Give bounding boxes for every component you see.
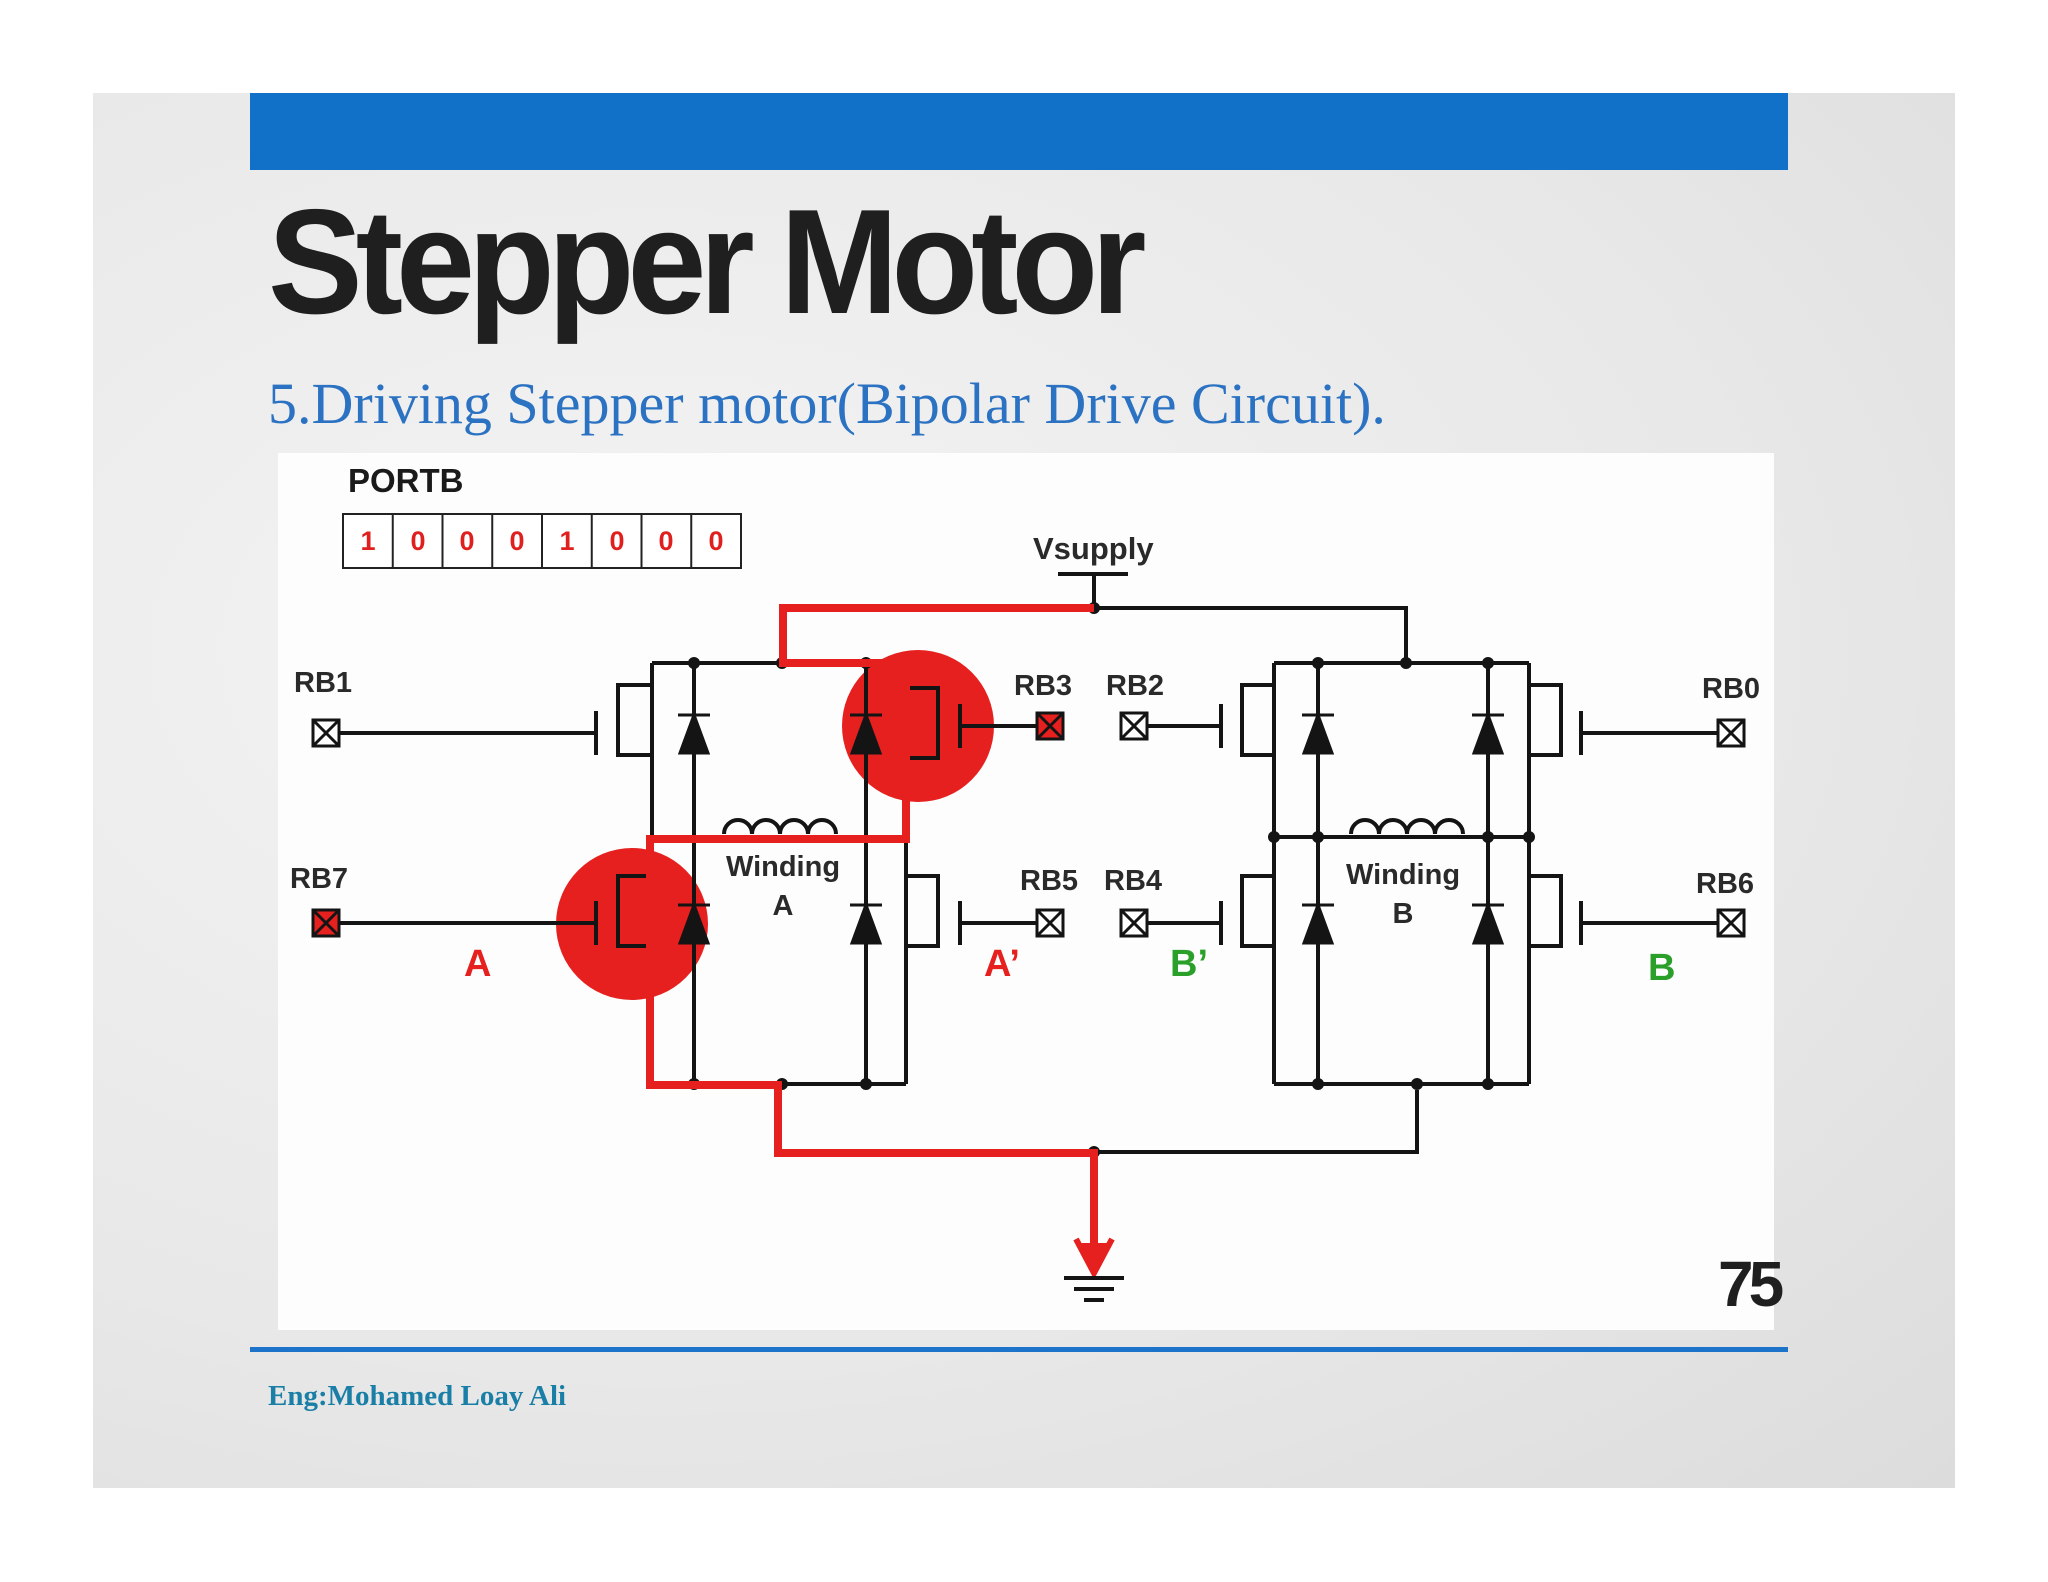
active-transistor-rb7-highlight	[556, 848, 708, 1000]
portb-bit-6: 0	[410, 526, 425, 556]
pin-label-rb0: RB0	[1702, 673, 1760, 705]
rb7-terminal-icon	[311, 908, 341, 938]
portb-label: PORTB	[348, 462, 464, 499]
rb4-terminal-icon	[1119, 908, 1149, 938]
winding-b-coil	[1349, 818, 1465, 835]
rb6-terminal-icon	[1716, 908, 1746, 938]
pin-label-rb7: RB7	[290, 863, 348, 895]
portb-register: 1 0 0 0 1 0 0 0	[342, 513, 742, 569]
portb-bit-2: 0	[609, 526, 624, 556]
footer-rule	[250, 1347, 1788, 1352]
footer-author: Eng:Mohamed Loay Ali	[268, 1380, 567, 1412]
portb-bit-1: 0	[658, 526, 673, 556]
terminal-a-label: A	[464, 943, 491, 985]
pin-label-rb3: RB3	[1014, 670, 1072, 702]
page-number: 75	[1718, 1248, 1784, 1320]
terminal-a-prime-label: A’	[984, 943, 1020, 985]
rb2-terminal-icon	[1119, 711, 1149, 741]
rb0-terminal-icon	[1716, 718, 1746, 748]
active-transistor-rb3-highlight	[842, 650, 994, 802]
rb5-terminal-icon	[1035, 908, 1065, 938]
winding-b-label-line1: Winding	[1346, 859, 1460, 891]
portb-bit-7: 1	[360, 526, 375, 556]
terminal-b-label: B	[1648, 947, 1675, 989]
pin-terminals	[311, 711, 1746, 938]
pin-label-rb5: RB5	[1020, 865, 1078, 897]
portb-bit-0: 0	[708, 526, 723, 556]
title-accent-bar	[250, 93, 1788, 170]
winding-a-label-line2: A	[773, 890, 794, 922]
bipolar-drive-circuit-diagram: PORTB 1 0 0 0 1 0 0 0 Vsupply	[278, 453, 1774, 1330]
winding-a-label-line1: Winding	[726, 851, 840, 883]
rb1-terminal-icon	[311, 718, 341, 748]
pin-label-rb4: RB4	[1104, 865, 1162, 897]
rb3-terminal-icon	[1035, 711, 1065, 741]
portb-bit-3: 1	[559, 526, 574, 556]
vsupply-label: Vsupply	[1033, 531, 1154, 566]
terminal-b-prime-label: B’	[1170, 943, 1208, 985]
ground-icon	[1064, 1276, 1124, 1302]
portb-bit-5: 0	[459, 526, 474, 556]
winding-b-label-line2: B	[1393, 898, 1414, 930]
pin-label-rb1: RB1	[294, 667, 352, 699]
active-current-path	[646, 604, 1098, 1243]
slide-subtitle: 5.Driving Stepper motor(Bipolar Drive Ci…	[268, 371, 1386, 436]
winding-a-coil	[722, 818, 838, 835]
portb-bit-4: 0	[509, 526, 524, 556]
pin-label-rb6: RB6	[1696, 868, 1754, 900]
slide-title: Stepper Motor	[268, 178, 1146, 346]
pin-label-rb2: RB2	[1106, 670, 1164, 702]
diodes	[677, 710, 1505, 945]
